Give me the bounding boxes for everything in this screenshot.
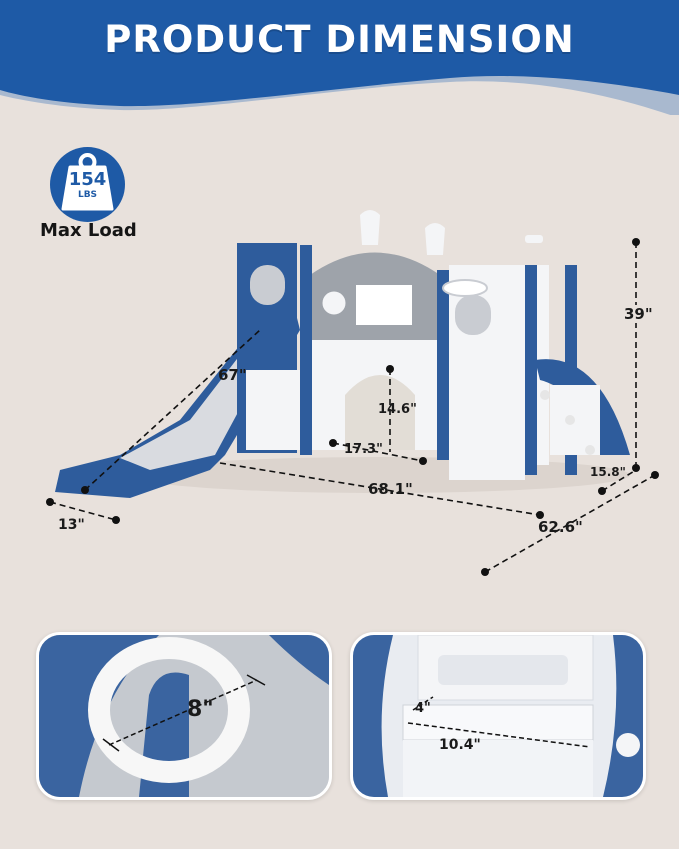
dimension-slide-length: 67" <box>218 366 247 384</box>
max-load-value: 154 <box>68 169 107 190</box>
product-illustration <box>46 210 659 576</box>
header-banner: PRODUCT DIMENSION <box>0 0 679 115</box>
dimension-height: 39" <box>624 305 653 323</box>
max-load-badge: 154 LBS <box>50 147 125 222</box>
max-load-unit: LBS <box>77 190 98 200</box>
hoop-diameter-label: 8" <box>187 697 214 722</box>
page-title: PRODUCT DIMENSION <box>104 18 575 61</box>
detail-panel-hoop: 8" <box>36 632 332 800</box>
dimension-slide-width: 13" <box>58 517 85 533</box>
dimension-tunnel-height: 14.6" <box>378 402 417 417</box>
dimension-stair-width: 15.8" <box>590 465 626 479</box>
max-load-label: Max Load <box>40 220 137 241</box>
step-width-label: 10.4" <box>439 737 481 753</box>
dimension-total-length: 68.1" <box>368 480 413 498</box>
stair-step-image <box>353 635 643 797</box>
step-depth-label: 4" <box>415 701 431 716</box>
weight-icon <box>61 153 114 211</box>
dimension-tunnel-width: 17.3" <box>344 442 383 457</box>
dimension-total-width: 62.6" <box>538 518 583 536</box>
basketball-hoop-image <box>39 635 329 797</box>
detail-panel-stair: 4" 10.4" <box>350 632 646 800</box>
header-wave-shape <box>0 0 679 115</box>
